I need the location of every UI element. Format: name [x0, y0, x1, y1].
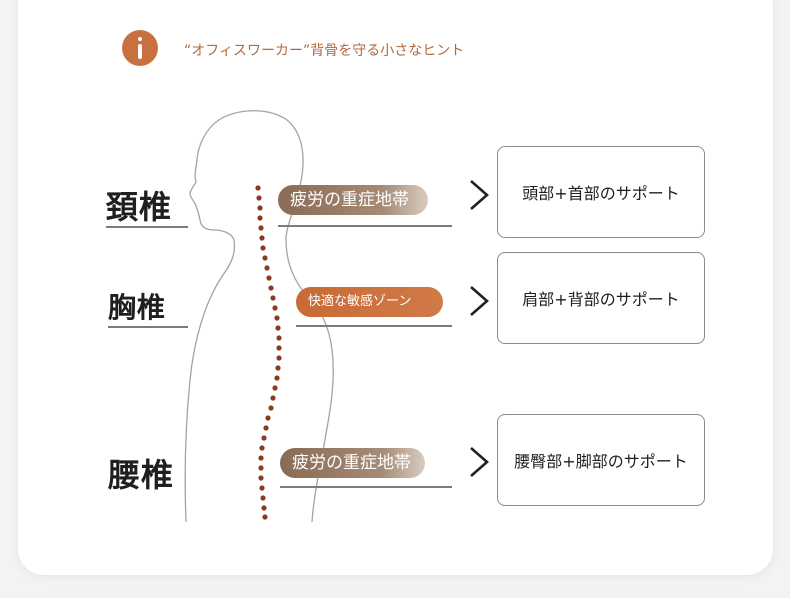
support-box-cervical: 頭部+首部のサポート: [497, 146, 705, 238]
label-underline: [106, 226, 188, 228]
info-icon: [122, 30, 158, 66]
chevron-right-icon: [470, 180, 489, 210]
region-label-cervical: 頚椎: [106, 188, 173, 226]
region-label-lumbar: 腰椎: [108, 456, 175, 494]
region-label-thoracic: 胸椎: [108, 291, 167, 324]
chevron-right-icon: [470, 286, 489, 316]
hint-title: “オフィスワーカー”背骨を守る小さなヒント: [184, 43, 465, 59]
zone-underline: [296, 325, 452, 327]
zone-pill-lumbar: 疲労の重症地帯: [280, 448, 425, 478]
spine-dots: [255, 185, 282, 520]
support-box-thoracic: 肩部+背部のサポート: [497, 252, 705, 344]
zone-underline: [280, 486, 452, 488]
zone-pill-thoracic: 快適な敏感ゾーン: [296, 287, 443, 317]
zone-pill-cervical: 疲労の重症地帯: [278, 185, 428, 215]
zone-underline: [278, 225, 452, 227]
label-underline: [108, 326, 188, 328]
chevron-right-icon: [470, 447, 489, 477]
support-box-lumbar: 腰臀部+脚部のサポート: [497, 414, 705, 506]
